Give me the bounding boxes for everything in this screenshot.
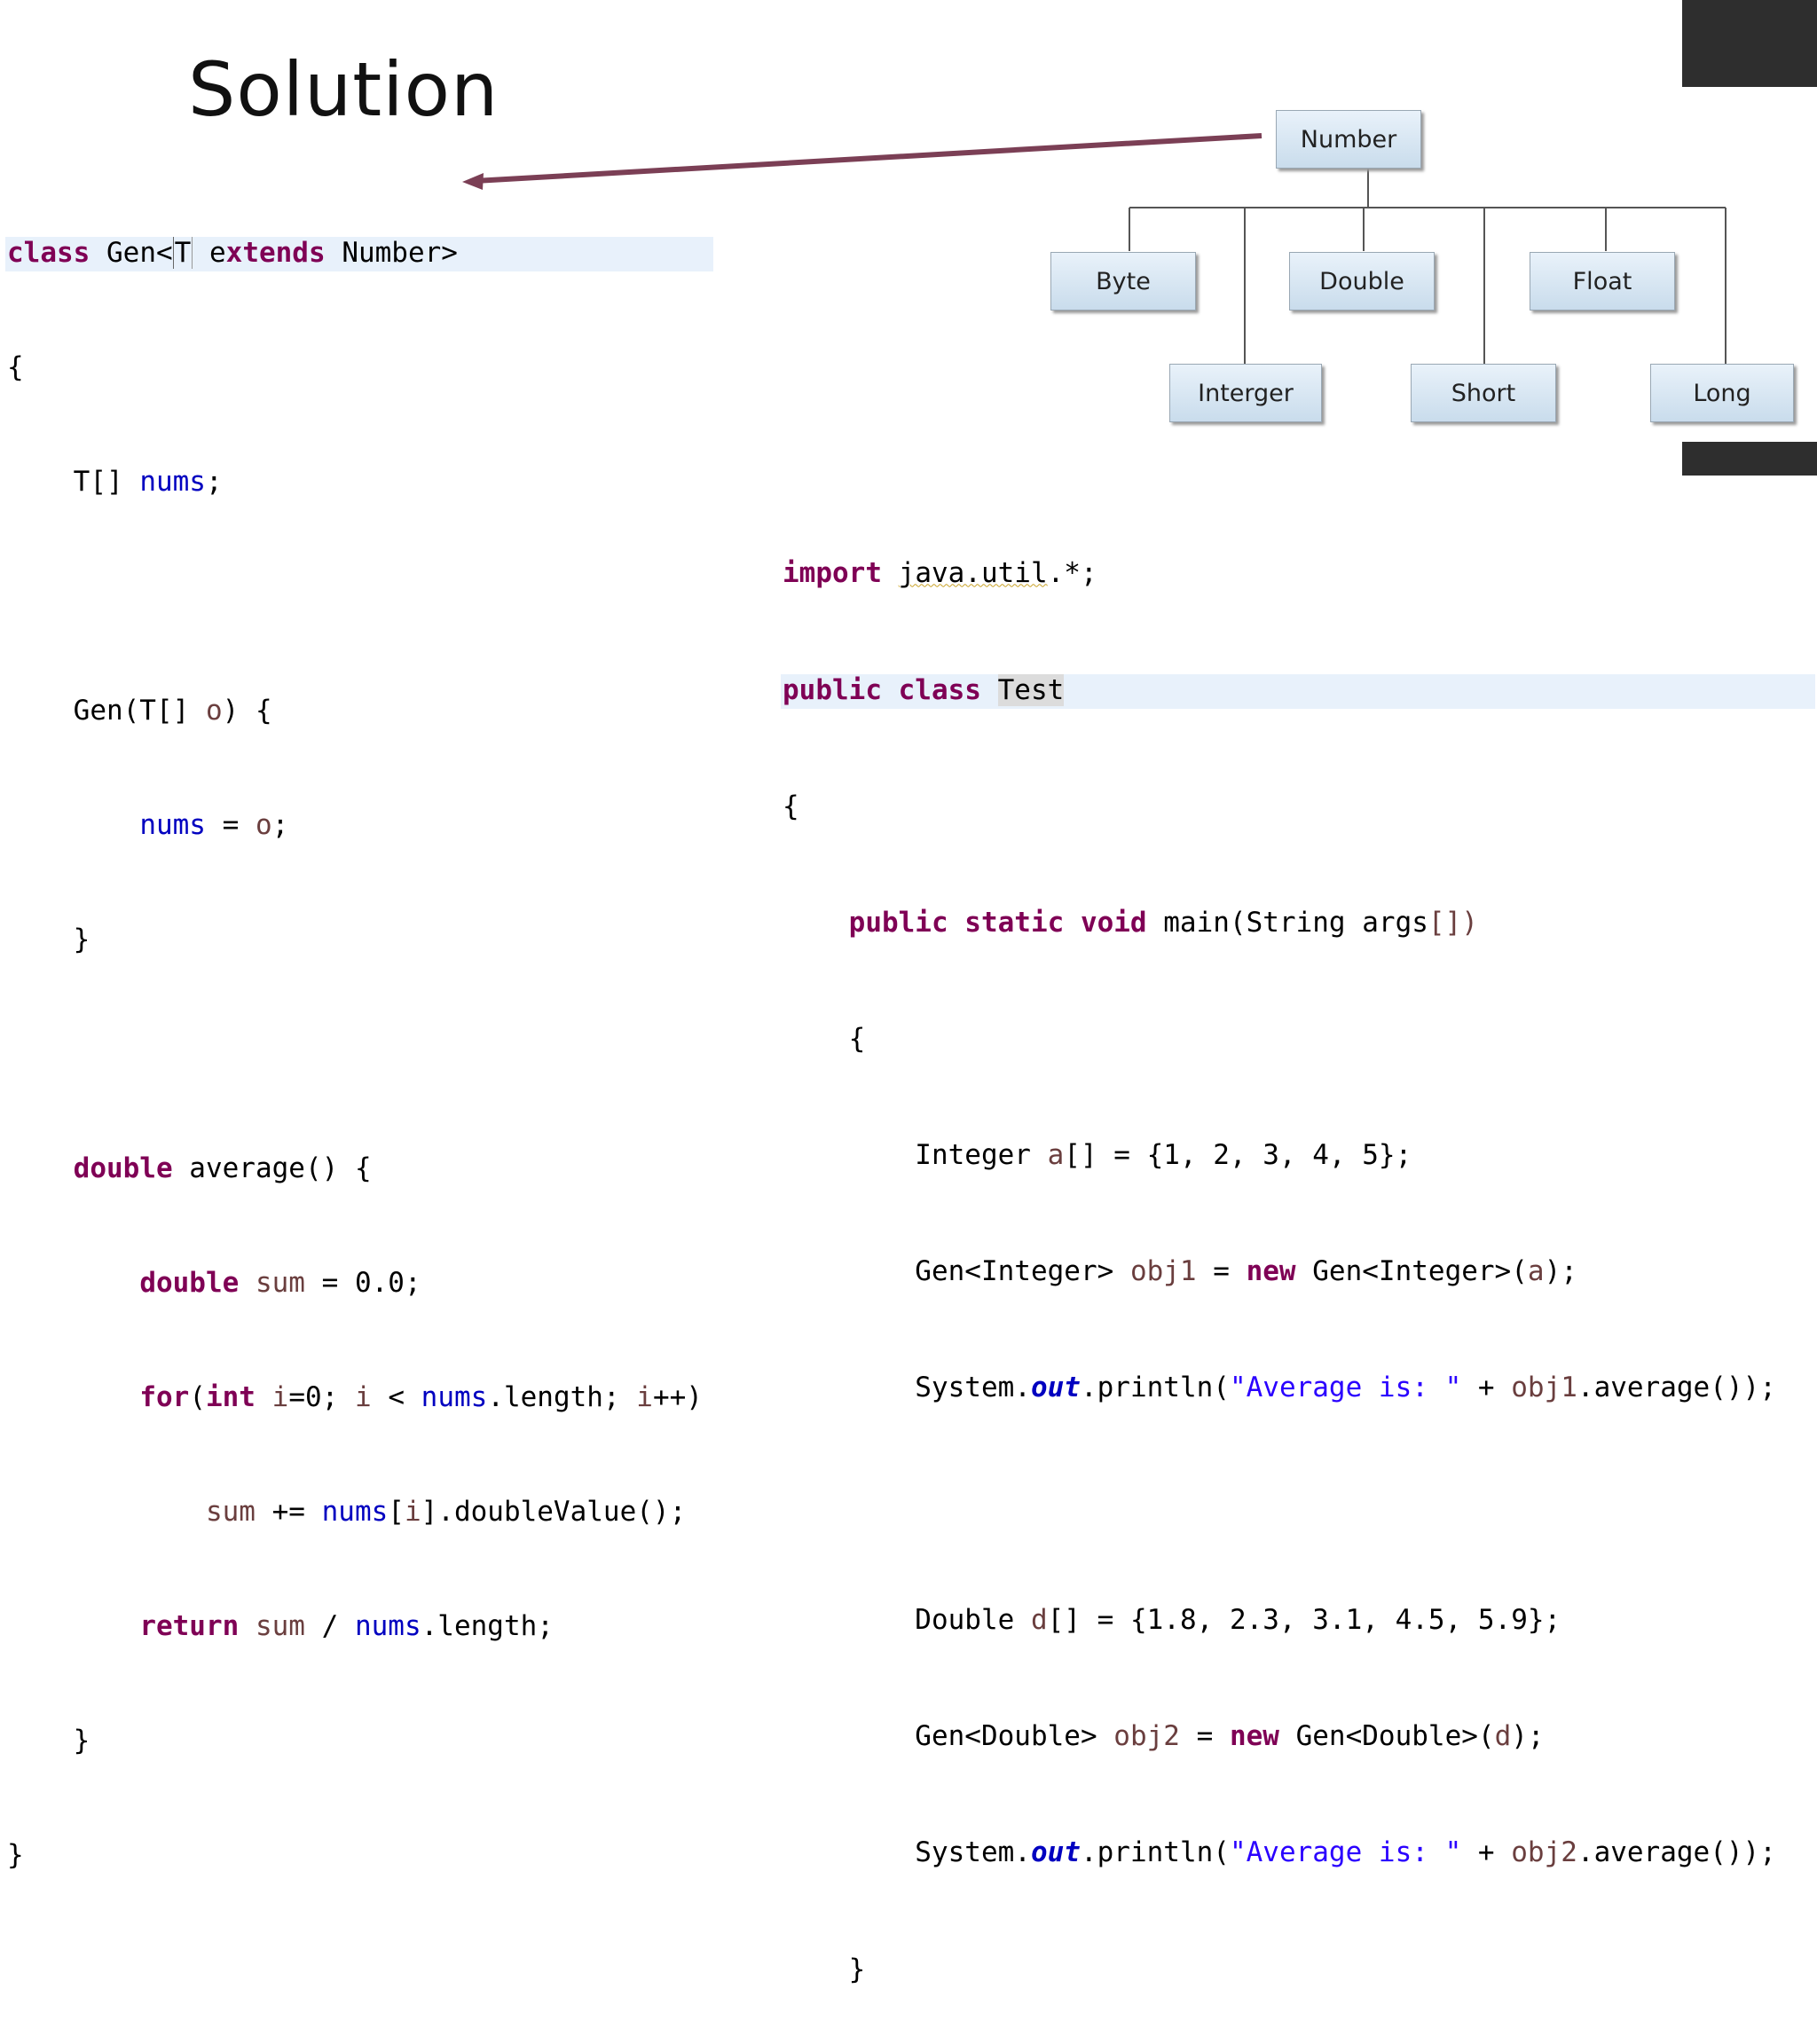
hierarchy-node-short: Short	[1411, 364, 1556, 422]
code-line: T[] nums;	[7, 466, 223, 498]
code-line: import java.util.*;	[783, 557, 1097, 590]
code-line: nums = o;	[139, 809, 289, 841]
code-line: System.out.println("Average is: " + obj1…	[783, 1372, 1776, 1404]
code-line: {	[783, 1022, 866, 1055]
code-line: return sum / nums.length;	[139, 1610, 554, 1642]
code-line: Integer a[] = {1, 2, 3, 4, 5};	[783, 1138, 1412, 1171]
number-hierarchy-connectors	[462, 133, 1727, 364]
code-line: Double d[] = {1.8, 2.3, 3.1, 4.5, 5.9};	[783, 1604, 1561, 1637]
code-line: }	[7, 1839, 24, 1871]
code-line: Gen<Double> obj2 = new Gen<Double>(d);	[783, 1720, 1545, 1753]
hierarchy-node-number: Number	[1276, 110, 1421, 169]
test-class-code: import java.util.*; public class Test { …	[781, 477, 1815, 2044]
code-line	[7, 578, 703, 616]
hierarchy-node-double: Double	[1289, 252, 1435, 311]
gen-class-code: class Gen<T extends Number> { T[] nums; …	[5, 158, 713, 1913]
hierarchy-node-float: Float	[1530, 252, 1675, 311]
hierarchy-node-long: Long	[1650, 364, 1794, 422]
bound-arrow	[474, 133, 1262, 184]
code-line: for(int i=0; i < nums.length; i++)	[139, 1381, 703, 1413]
hierarchy-node-interger: Interger	[1169, 364, 1322, 422]
code-line: }	[7, 1725, 90, 1757]
code-line: double average() {	[73, 1152, 372, 1184]
slide-corner-block-mid	[1682, 442, 1817, 476]
code-line: double sum = 0.0;	[139, 1267, 421, 1299]
code-line: public static void main(String args[])	[848, 906, 1478, 939]
code-line: class Gen<T extends Number>	[5, 234, 713, 272]
hierarchy-node-byte: Byte	[1050, 252, 1196, 311]
code-line: public class Test	[781, 672, 1815, 711]
code-line: {	[7, 351, 24, 383]
code-line: }	[7, 924, 90, 955]
bound-arrow-head	[462, 173, 484, 190]
slide-title: Solution	[188, 46, 499, 133]
code-line	[783, 1485, 1776, 1524]
code-line: Gen(T[] o) {	[7, 695, 272, 727]
code-line: sum += nums[i].doubleValue();	[205, 1496, 687, 1528]
slide-corner-block-top	[1682, 0, 1817, 87]
code-line: {	[783, 790, 799, 822]
code-line: System.out.println("Average is: " + obj2…	[783, 1836, 1776, 1869]
code-line: Gen<Integer> obj1 = new Gen<Integer>(a);	[783, 1254, 1577, 1287]
code-line: }	[783, 1953, 866, 1985]
code-line	[7, 1035, 703, 1073]
